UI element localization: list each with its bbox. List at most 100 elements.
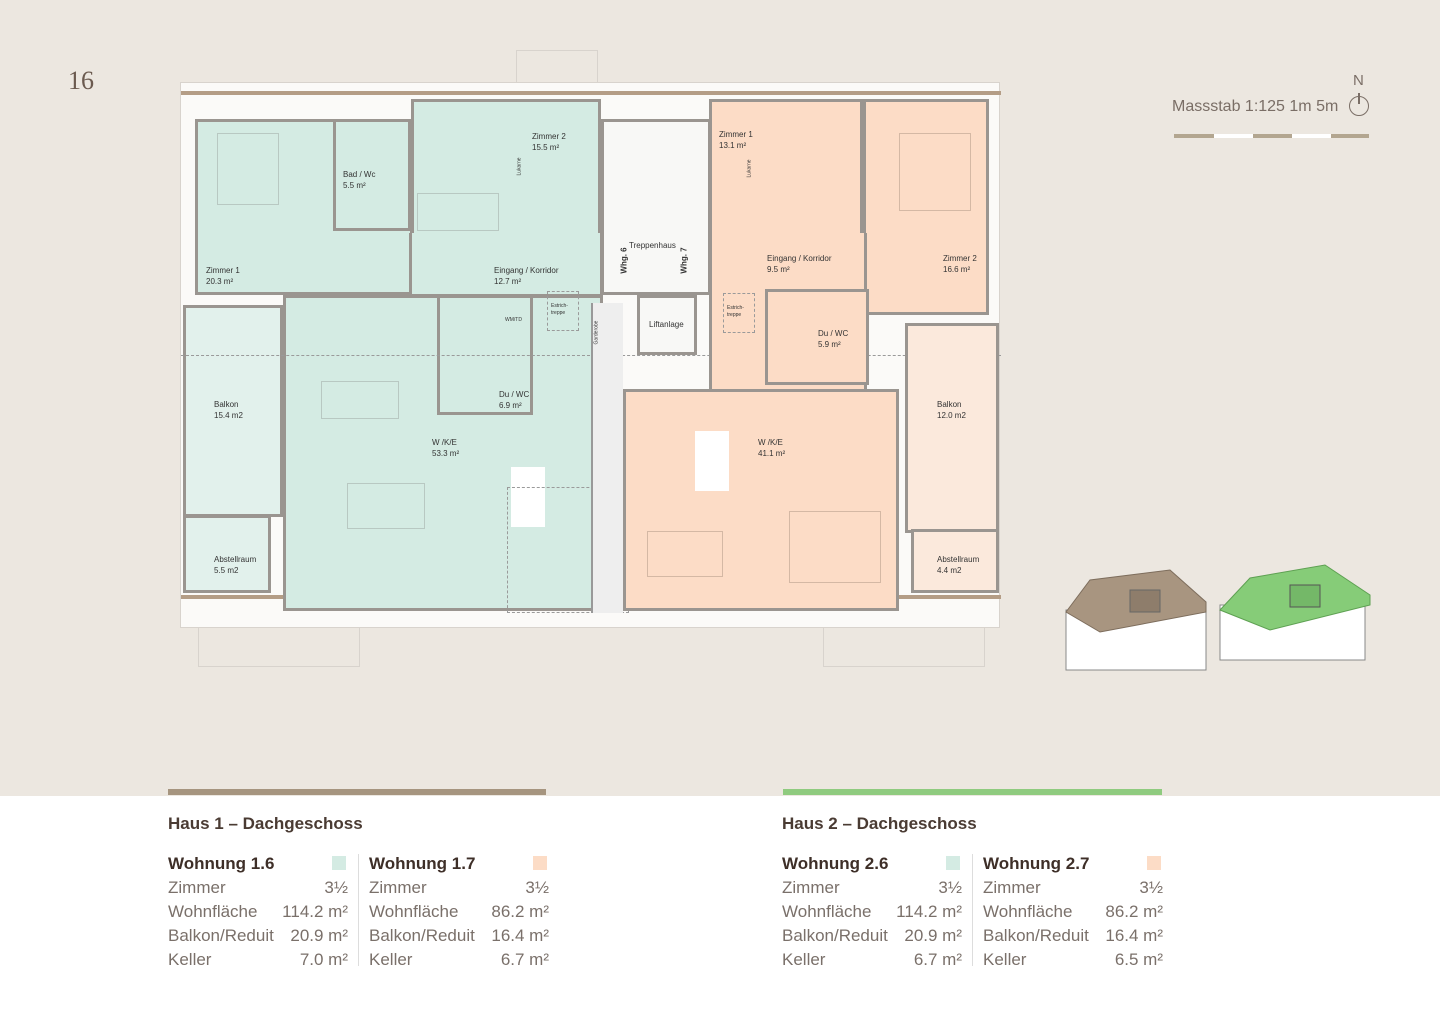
divider: [972, 854, 973, 966]
label: Balkon/Reduit: [168, 926, 274, 945]
room-lift: [637, 295, 697, 355]
value: 3½: [324, 878, 348, 897]
shaft: [591, 303, 623, 613]
room-balkon-b: [905, 323, 999, 533]
info-panel: [0, 796, 1440, 1018]
room-area: 15.4 m2: [214, 411, 243, 420]
estrich-hatch: [723, 293, 755, 333]
room-name: Du / WC: [818, 329, 849, 338]
lift-label: Liftanlage: [649, 320, 684, 329]
room-area: 16.6 m²: [943, 265, 971, 274]
room-area: 15.5 m²: [532, 143, 560, 152]
whg-7-label: Whg. 7: [679, 247, 689, 274]
dining-table: [647, 531, 723, 577]
divider: [358, 854, 359, 966]
room-label: Eingang / Korridor 12.7 m²: [494, 265, 558, 287]
dining-table: [347, 483, 425, 529]
scale-bar-segment: [1292, 134, 1332, 138]
garderobe-label: Garderobe: [593, 320, 600, 345]
estrich-hatch: [547, 291, 579, 331]
row-balkon: Balkon/Reduit 16.4 m²: [369, 926, 549, 950]
room-name: Zimmer 1: [206, 266, 240, 275]
room-area: 5.9 m²: [818, 340, 841, 349]
room-name: Abstellraum: [937, 555, 980, 564]
sofa: [321, 381, 399, 419]
house-illustrations: [1065, 564, 1371, 671]
room-name: Zimmer 2: [532, 132, 566, 141]
haus2-title: Haus 2 – Dachgeschoss: [782, 814, 977, 833]
room-area: 53.3 m²: [432, 449, 460, 458]
label: Wohnfläche: [782, 902, 872, 921]
row-wohnflaeche: Wohnfläche 114.2 m²: [782, 902, 962, 926]
room-area: 20.3 m²: [206, 277, 234, 286]
room-area: 9.5 m²: [767, 265, 790, 274]
room-name: Zimmer 1: [719, 130, 753, 139]
room-du-b: [765, 289, 869, 385]
color-swatch: [533, 856, 547, 870]
row-zimmer: Zimmer 3½: [983, 878, 1163, 902]
label: Balkon/Reduit: [369, 926, 475, 945]
label: Zimmer: [168, 878, 226, 897]
bed: [217, 133, 279, 205]
estrich-label: Estrich-treppe: [727, 305, 744, 318]
room-zimmer1-b: [709, 99, 863, 239]
label: Balkon/Reduit: [782, 926, 888, 945]
value: 6.5 m²: [1114, 950, 1163, 969]
room-name: Du / WC: [499, 390, 530, 399]
value: 16.4 m²: [491, 926, 549, 945]
room-wke-b: [623, 389, 899, 611]
kitchen-island: [695, 431, 729, 491]
lukarne-label: Lukarne: [516, 157, 523, 176]
house-2-icon: [1219, 564, 1371, 661]
bed: [899, 133, 971, 211]
page-number: 16: [68, 66, 94, 95]
room-zimmer2-b: [863, 99, 989, 315]
room-abstell-b: [911, 529, 999, 593]
room-name: Eingang / Korridor: [494, 266, 559, 275]
bed: [417, 193, 499, 231]
room-area: 41.1 m²: [758, 449, 786, 458]
room-area: 13.1 m²: [719, 141, 747, 150]
terrace-outline: [198, 628, 360, 667]
room-label: Zimmer 2 15.5 m²: [532, 131, 566, 153]
room-name: Abstellraum: [214, 555, 257, 564]
value: 20.9 m²: [904, 926, 962, 945]
room-treppenhaus: [601, 119, 711, 295]
value: 3½: [1139, 878, 1163, 897]
whg-6-label: Whg. 6: [619, 247, 629, 274]
label: Keller: [983, 950, 1027, 969]
house-1-icon: [1065, 569, 1207, 671]
label: Keller: [782, 950, 826, 969]
scale-bar-segment: [1214, 134, 1254, 138]
scale-bar-segment: [1253, 134, 1293, 138]
room-label: Du / WC 5.9 m²: [818, 328, 848, 350]
room-area: 12.7 m²: [494, 277, 522, 286]
room-name: Bad / Wc: [343, 170, 376, 179]
room-name: Balkon: [214, 400, 239, 409]
north-label: N: [1353, 72, 1364, 89]
label: Wohnfläche: [369, 902, 459, 921]
value: 114.2 m²: [896, 902, 962, 921]
room-bad-a: [333, 119, 411, 231]
haus2-band: [783, 789, 1162, 795]
value: 114.2 m²: [282, 902, 348, 921]
value: 86.2 m²: [491, 902, 549, 921]
label: Zimmer: [983, 878, 1041, 897]
room-name: Balkon: [937, 400, 962, 409]
